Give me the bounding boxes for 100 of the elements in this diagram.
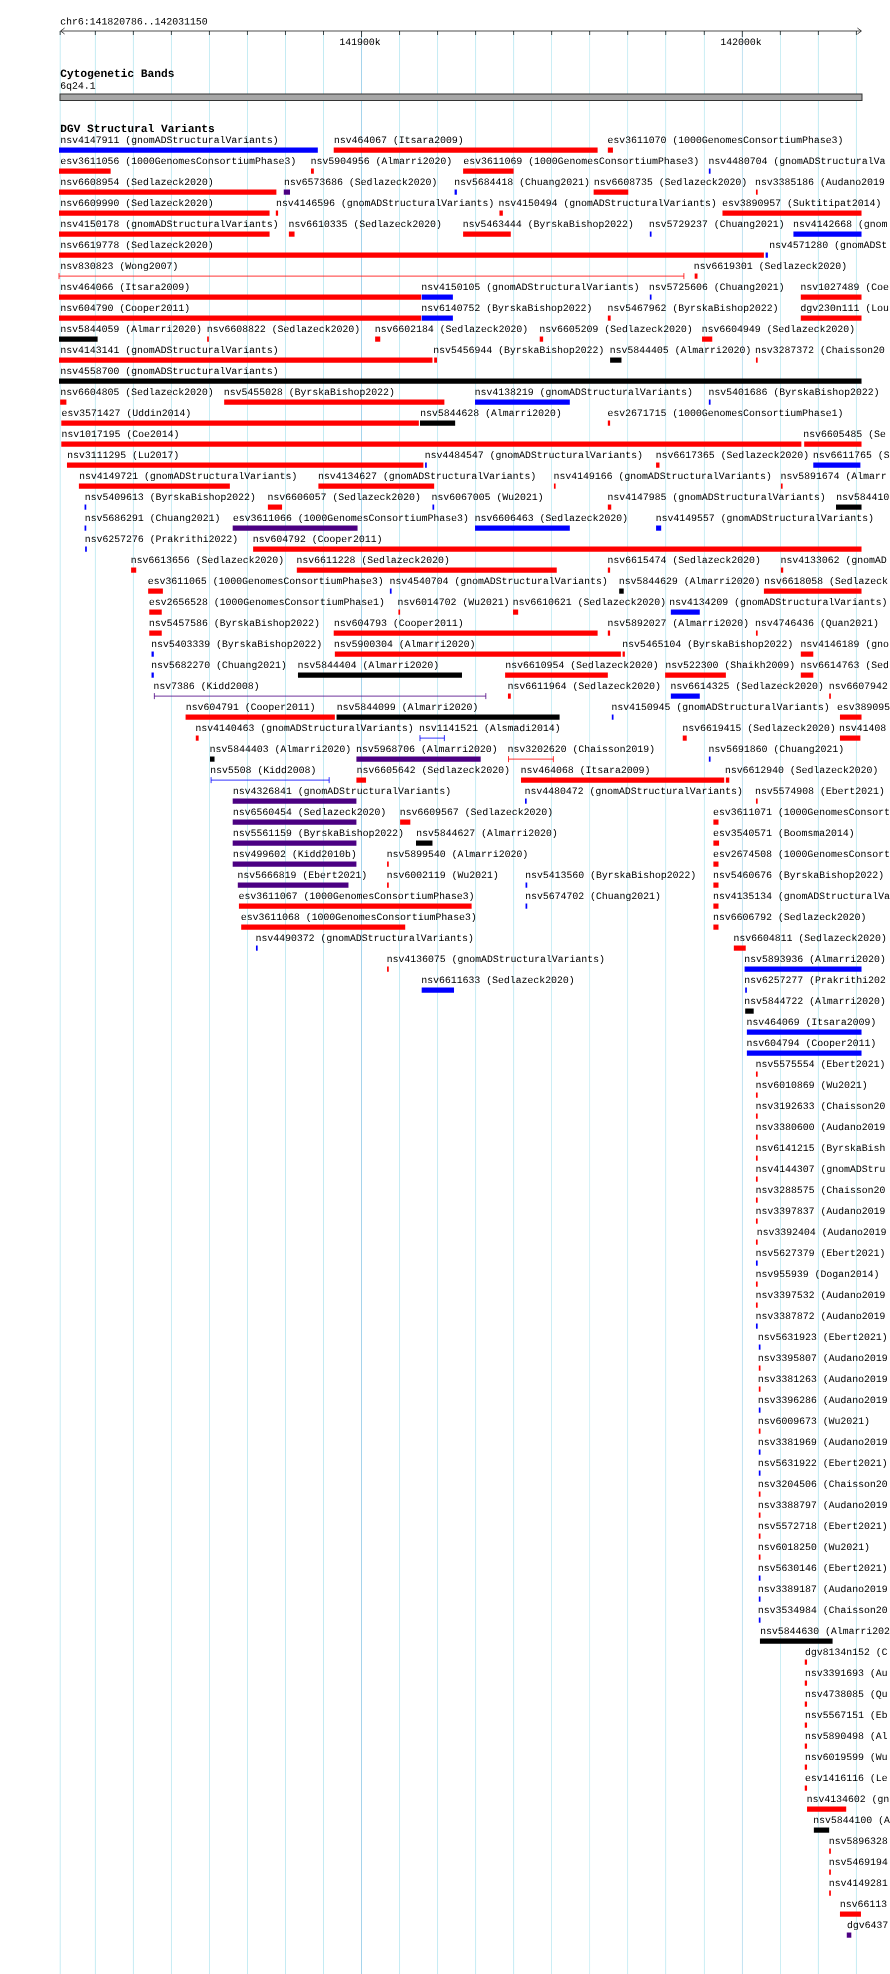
variant-label: nsv6014702 (Wu2021) [398, 597, 508, 608]
variant-label: nsv6140752 (ByrskaBishop2022) [422, 303, 591, 314]
variant-label: nsv3392404 (Audano2019 [757, 1227, 886, 1238]
variant-label: nsv3534984 (Chaisson20 [758, 1605, 887, 1616]
variant-label: nsv4150105 (gnomADStructuralVariants) [422, 282, 638, 293]
variant-label: esv1416116 (Le [805, 1773, 887, 1784]
variant-label: nsv6608954 (Sedlazeck2020) [61, 177, 213, 188]
variant-label: nsv4150945 (gnomADStructuralVariants) [612, 702, 828, 713]
variant-label: nsv3381263 (Audano2019 [758, 1374, 887, 1385]
variant-label: nsv4571280 (gnomADSt [770, 240, 887, 251]
variant-label: dgv230n111 (Lou [801, 303, 889, 314]
variant-label: nsv6560454 (Sedlazeck2020) [233, 807, 385, 818]
variant-label: nsv499602 (Kidd2010b) [233, 849, 356, 860]
variant-label: nsv6608822 (Sedlazeck2020) [207, 324, 359, 335]
variant-label: nsv5409613 (ByrskaBishop2022) [85, 492, 255, 503]
variant-label: nsv5457586 (ByrskaBishop2022) [149, 618, 319, 629]
variant-label: nsv41408 [839, 724, 886, 732]
variant-label: nsv6604805 (Sedlazeck2020) [61, 387, 213, 398]
variant-label: nsv5968706 (Almarri2020) [356, 744, 496, 755]
variant-label: nsv6619778 (Sedlazeck2020) [61, 240, 213, 251]
variant-label: nsv5844404 (Almarri2020) [298, 660, 438, 671]
variant-label: nsv604793 (Cooper2011) [334, 618, 462, 629]
variant-label: esv3611071 (1000GenomesConsort [713, 807, 889, 818]
coordinate-range: chr6:141820786..142031150 [60, 17, 208, 25]
variant-label: nsv6067005 (Wu2021) [432, 492, 542, 503]
variant-label: nsv6609990 (Sedlazeck2020) [61, 198, 213, 209]
variant-label: nsv5508 (Kidd2008) [211, 765, 315, 776]
variant-label: dgv8134n152 (C [805, 1647, 888, 1658]
variant-label: esv3890957 (Suktitipat2014) [722, 198, 880, 209]
variant-label: nsv6611633 (Sedlazeck2020) [422, 975, 573, 986]
variant-label: nsv3395807 (Audano2019 [758, 1353, 887, 1364]
variant-label: nsv3387872 (Audano2019 [756, 1311, 885, 1322]
variant-label: nsv5684418 (Chuang2021) [455, 177, 589, 188]
variant-label: nsv4134209 (gnomADStructuralVariants) [670, 597, 886, 608]
variant-label: nsv6009673 (Wu2021) [758, 1416, 869, 1427]
variant-label: nsv5891674 (Almarr [781, 471, 886, 482]
variant-label: nsv5666819 (Ebert2021) [238, 870, 366, 881]
variant-label: esv2671715 (1000GenomesConsortiumPhase1) [608, 408, 842, 419]
variant-label: esv3611069 (1000GenomesConsortiumPhase3) [463, 156, 698, 167]
variant-label: nsv6611228 (Sedlazeck2020) [297, 555, 449, 566]
variant-label: nsv4134627 (gnomADStructuralVariants) [318, 471, 535, 482]
variant-label: nsv4746436 (Quan2021) [755, 618, 878, 629]
variant-label: nsv5844403 (Almarri2020) [210, 744, 350, 755]
variant-label: nsv3287372 (Chaisson20 [755, 345, 885, 356]
variant-label: nsv5627379 (Ebert2021) [756, 1248, 884, 1259]
variant-label: nsv6257277 (Prakrithi202 [745, 975, 886, 986]
variant-label: esv2656528 (1000GenomesConsortiumPhase1) [149, 597, 384, 608]
variant-label: esv3571427 (Uddin2014) [62, 408, 190, 419]
variant-label: nsv3380600 (Audano2019 [756, 1122, 885, 1133]
variant-label: nsv6257276 (Prakrithi2022) [85, 534, 237, 545]
variant-label: nsv6606057 (Sedlazeck2020) [268, 492, 420, 503]
variant-label: nsv5463444 (ByrskaBishop2022) [463, 219, 633, 230]
variant-label: nsv6002119 (Wu2021) [387, 870, 498, 881]
variant-label: nsv4540704 (gnomADStructuralVariants) [390, 576, 607, 587]
variant-label: nsv6612940 (Sedlazeck2020) [725, 765, 877, 776]
track-title: DGV Structural Variants [60, 123, 215, 133]
variant-label: nsv5844099 (Almarri2020) [337, 702, 477, 713]
variant-label: nsv6604949 (Sedlazeck2020) [702, 324, 854, 335]
variant-label: nsv5844722 (Almarri2020) [745, 996, 885, 1007]
variant-label: nsv5460676 (ByrskaBishop2022) [713, 870, 883, 881]
variant-label: nsv5896328 [829, 1837, 888, 1845]
variant-label: nsv4146189 (gno [801, 639, 889, 650]
variant-label: nsv830823 (Wong2007) [61, 261, 177, 272]
variant-label: nsv5574908 (Ebert2021) [755, 786, 884, 797]
variant-label: nsv5401686 (ByrskaBishop2022) [709, 387, 878, 398]
variant-label: nsv5729237 (Chuang2021) [649, 219, 783, 230]
variant-label: nsv4149721 (gnomADStructuralVariants) [79, 471, 296, 482]
variant-label: nsv6606463 (Sedlazeck2020) [475, 513, 627, 524]
variant-label: nsv7386 (Kidd2008) [154, 681, 258, 692]
variant-label: nsv5631922 (Ebert2021) [758, 1458, 886, 1469]
variant-label: nsv5575554 (Ebert2021) [756, 1059, 884, 1070]
variant-label: nsv6606792 (Sedlazeck2020) [713, 912, 865, 923]
variant-label: nsv6611765 (S [813, 450, 890, 461]
tick-label: 141900k [340, 37, 381, 46]
variant-label: nsv5455028 (ByrskaBishop2022) [224, 387, 394, 398]
variant-label: nsv5572718 (Ebert2021) [758, 1521, 886, 1532]
variant-label: nsv5844405 (Almarri2020) [610, 345, 750, 356]
variant-label: nsv3396286 (Audano2019 [758, 1395, 887, 1406]
variant-label: nsv5674702 (Chuang2021) [526, 891, 660, 902]
variant-label: nsv5630146 (Ebert2021) [758, 1563, 886, 1574]
variant-label: dgv6437 [847, 1920, 888, 1931]
variant-label: nsv4147985 (gnomADStructuralVariants) [608, 492, 825, 503]
variant-label: nsv6018250 (Wu2021) [758, 1542, 869, 1553]
variant-label: nsv604794 (Cooper2011) [747, 1038, 875, 1049]
variant-label: nsv5467962 (ByrskaBishop2022) [608, 303, 777, 314]
variant-label: nsv464067 (Itsara2009) [334, 135, 462, 146]
variant-label: nsv3389187 (Audano2019 [758, 1584, 887, 1595]
variant-label: nsv5465104 (ByrskaBishop2022) [623, 639, 792, 650]
variant-label: nsv5904956 (Almarri2020) [311, 156, 451, 167]
variant-label: nsv6605485 (Se [804, 429, 886, 440]
variant-label: esv3611068 (1000GenomesConsortiumPhase3) [241, 912, 476, 923]
variant-label: esv2674508 (1000GenomesConsort [713, 849, 889, 860]
variant-label: nsv4133062 (gnomAD [781, 555, 887, 566]
variant-label: nsv604790 (Cooper2011) [61, 303, 189, 314]
variant-label: nsv3391693 (Au [805, 1668, 887, 1679]
variant-label: nsv4480472 (gnomADStructuralVariants) [525, 786, 742, 797]
variant-label: nsv5631923 (Ebert2021) [758, 1332, 886, 1343]
variant-label: nsv3192633 (Chaisson20 [756, 1101, 885, 1112]
variant-label: nsv5403339 (ByrskaBishop2022) [152, 639, 321, 650]
variant-label: nsv1027489 (Coe [801, 282, 889, 293]
